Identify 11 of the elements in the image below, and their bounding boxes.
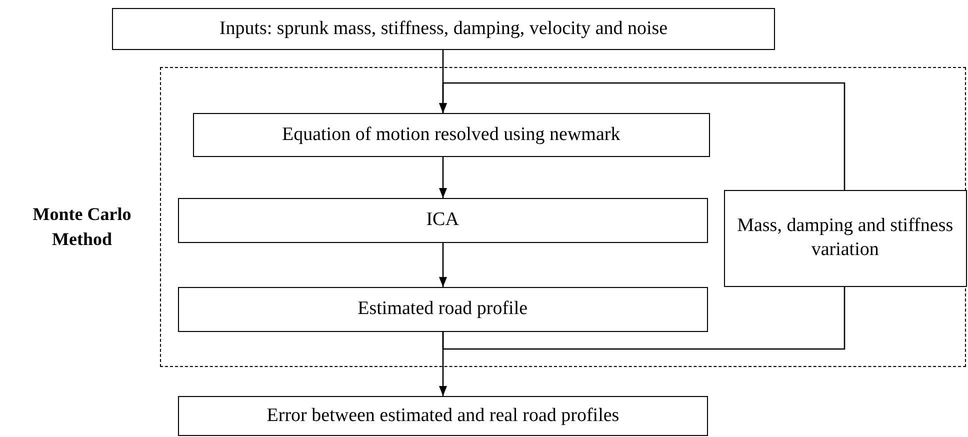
arrow bbox=[439, 157, 447, 198]
process-box: Equation of motion resolved using newmark bbox=[192, 112, 710, 157]
process-box: Inputs: sprunk mass, stiffness, damping, velocity and noise bbox=[112, 8, 775, 50]
group-heading: Monte Carlo Method bbox=[32, 203, 132, 252]
process-box: Error between estimated and real road profiles bbox=[178, 396, 708, 436]
arrow bbox=[439, 243, 447, 287]
process-box: Estimated road profile bbox=[178, 286, 708, 332]
arrow bbox=[439, 332, 447, 396]
process-box: ICA bbox=[178, 198, 708, 243]
arrow bbox=[439, 82, 846, 190]
process-box: Mass, damping and stiffness variation bbox=[724, 190, 967, 287]
